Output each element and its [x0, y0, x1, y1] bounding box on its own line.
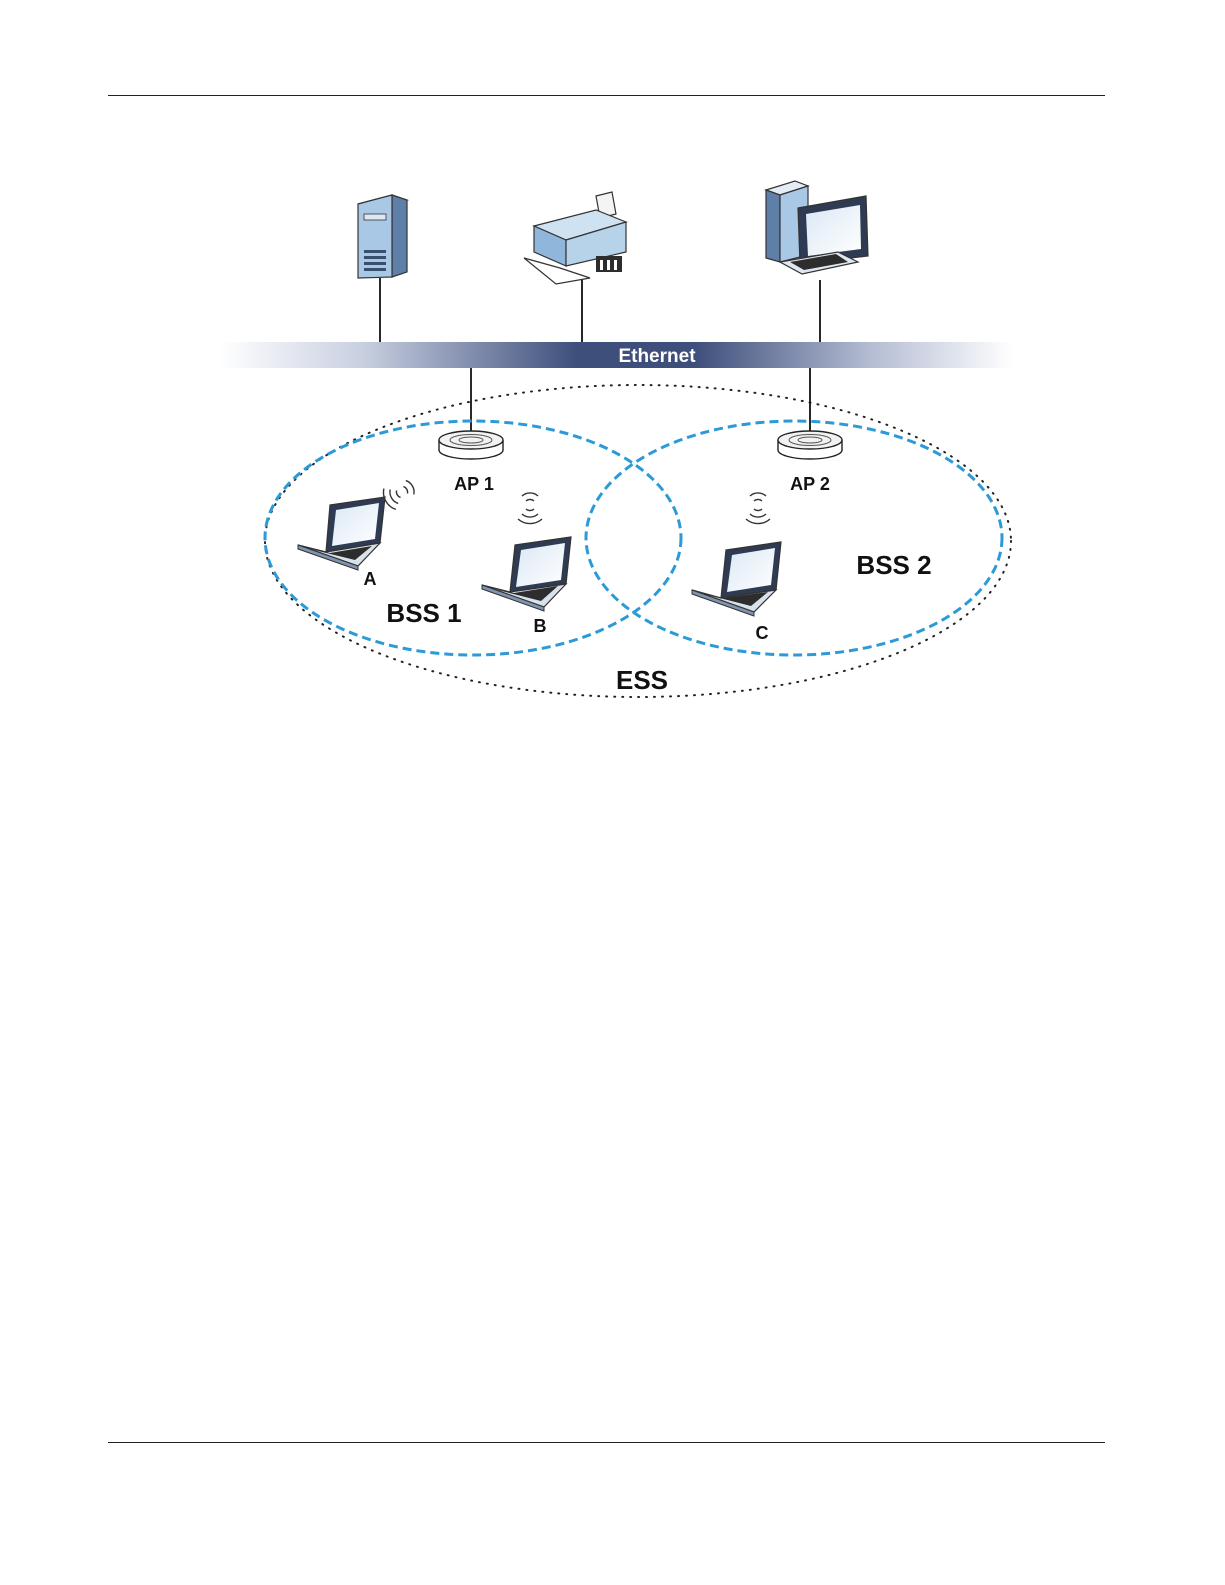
desktop-computer-icon: [766, 181, 868, 274]
wifi-signal-icon: [746, 493, 770, 524]
ethernet-bus: Ethernet: [220, 342, 1013, 368]
ap1-label: AP 1: [454, 474, 494, 494]
footer-rule: [108, 1442, 1105, 1443]
printer-icon: [524, 192, 626, 284]
bss2-label: BSS 2: [856, 550, 931, 580]
ap2-label: AP 2: [790, 474, 830, 494]
bss1-label: BSS 1: [386, 598, 461, 628]
ess-label: ESS: [616, 665, 668, 695]
ap2-device-icon: [778, 431, 842, 459]
wifi-signal-icon: [518, 493, 542, 524]
laptop-a-icon: [298, 497, 385, 570]
client-a-label: A: [364, 569, 377, 589]
client-b-label: B: [534, 616, 547, 636]
laptop-b-icon: [482, 537, 571, 611]
client-c-label: C: [756, 623, 769, 643]
laptop-c-icon: [692, 542, 781, 616]
wifi-signal-icon: [380, 476, 419, 512]
ethernet-label: Ethernet: [618, 346, 696, 367]
server-icon: [358, 195, 407, 278]
ap1-device-icon: [439, 431, 503, 459]
